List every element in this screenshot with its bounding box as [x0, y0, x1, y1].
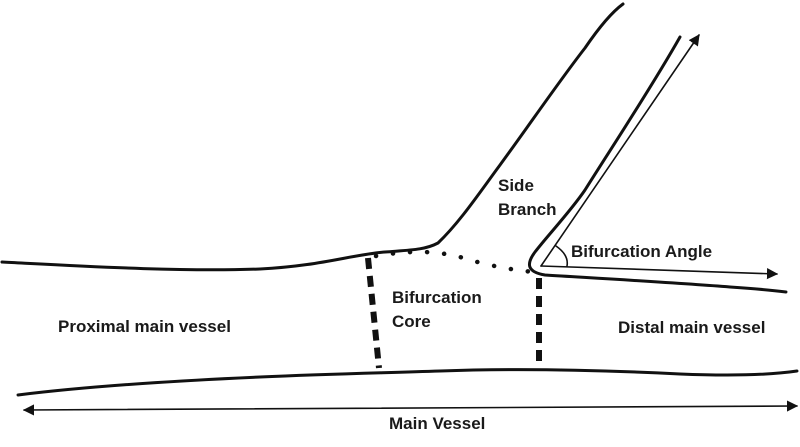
bifurcation-angle-label: Bifurcation Angle: [571, 242, 713, 261]
side-branch-label-line1: Side: [498, 176, 534, 195]
side-branch-label-line2: Branch: [498, 200, 557, 219]
main-vessel-axis-arrow: [540, 265, 779, 280]
bifurcation-core-label-line2: Core: [392, 312, 431, 331]
angle-arc: [555, 245, 569, 267]
proximal-main-vessel-label: Proximal main vessel: [58, 317, 231, 336]
carina-and-distal-wall: [527, 35, 788, 294]
main-vessel-label: Main Vessel: [389, 414, 486, 433]
main-vessel-lower-wall: [16, 368, 799, 397]
bifurcation-core-label-line1: Bifurcation: [392, 288, 482, 307]
distal-main-vessel-label: Distal main vessel: [618, 318, 766, 337]
main-vessel-length-arrow: [22, 400, 799, 416]
proximal-upper-wall: [0, 2, 625, 272]
bifurcation-core-label: Bifurcation Core: [392, 286, 482, 334]
side-branch-label: Side Branch: [498, 174, 557, 222]
side-branch-axis-arrow: [540, 34, 700, 267]
core-ostium-dotted-line: [373, 249, 536, 275]
core-proximal-boundary: [365, 257, 382, 369]
